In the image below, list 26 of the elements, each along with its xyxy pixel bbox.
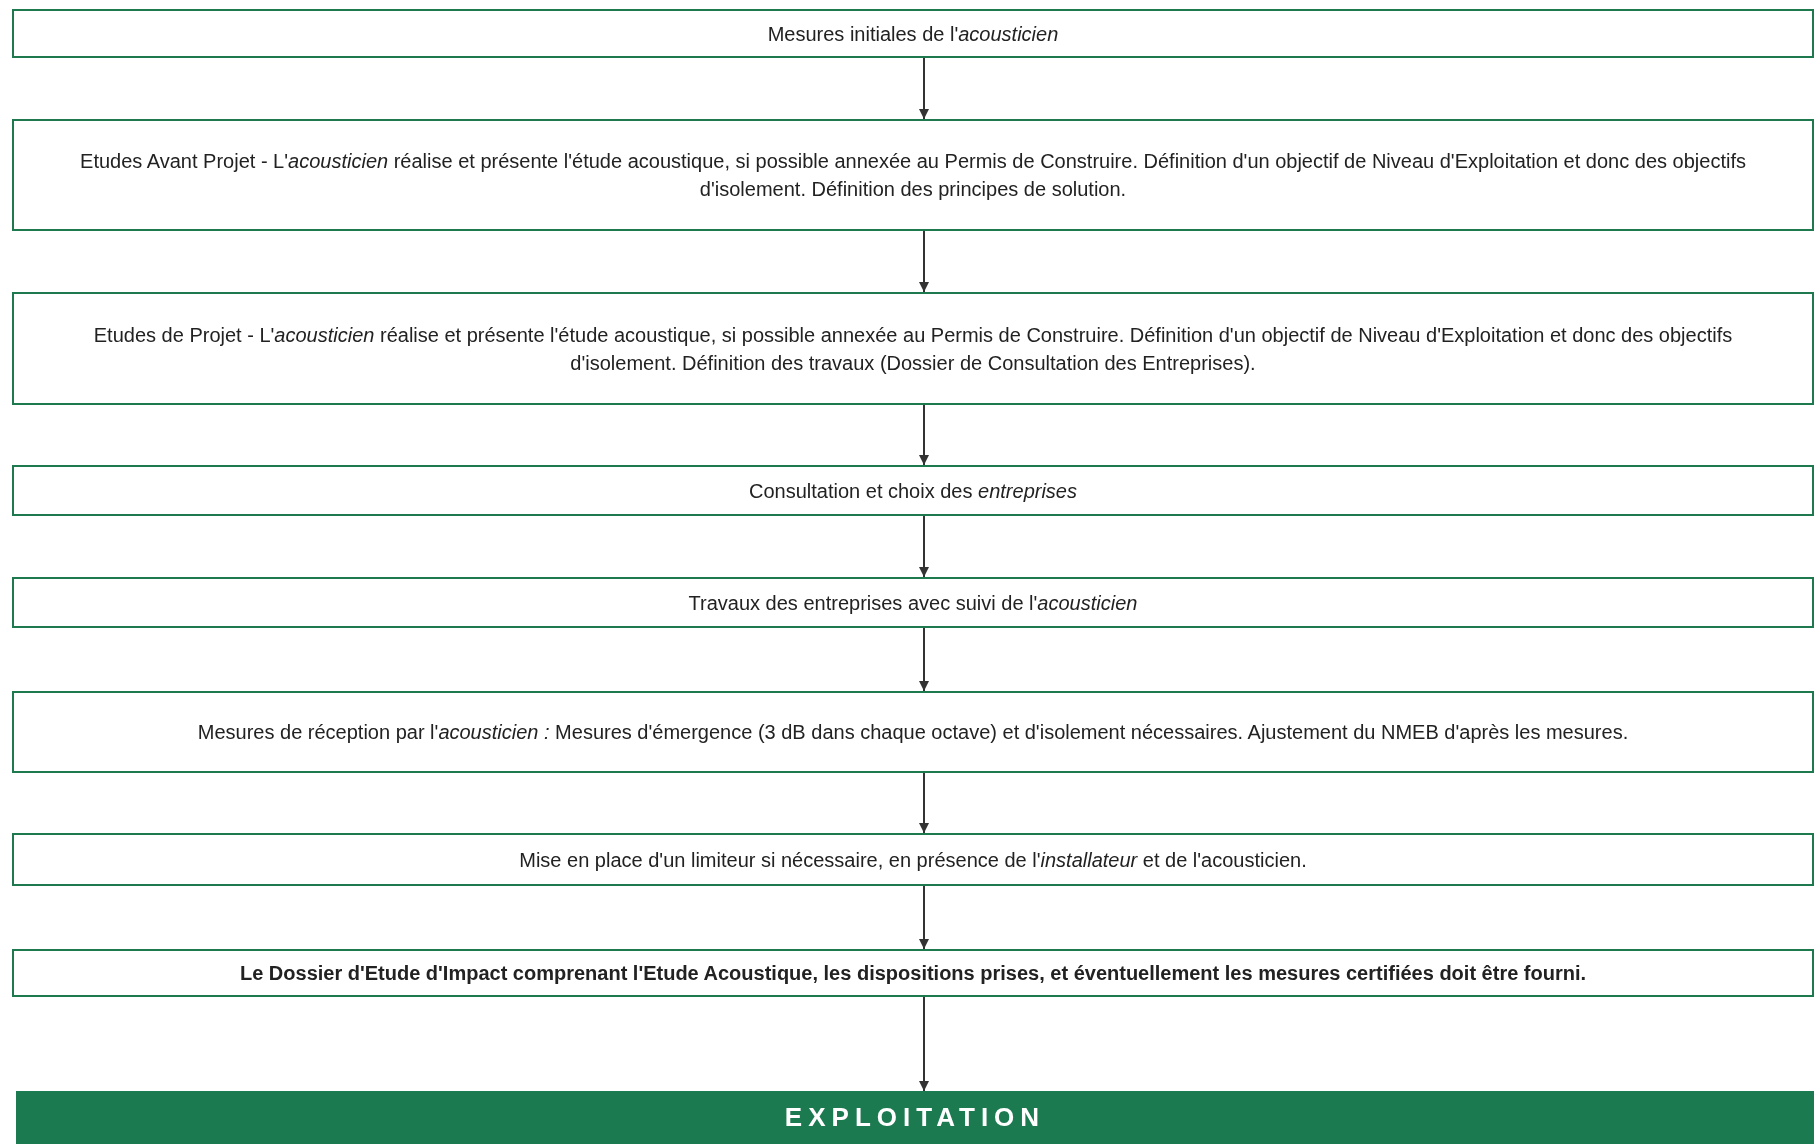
step-text: Mesures de réception par l'acousticien : Mesures d'émergence (3 dB dans chaque octave) et d'isolement nécessaires. Ajustement du NMEB d'après les mesures. (196, 720, 1630, 745)
step-text: Mesures initiales de l'acousticien (766, 21, 1060, 47)
process-box (12, 465, 1814, 516)
arrow (919, 230, 929, 293)
step-text: Consultation et choix des entreprises (748, 478, 1078, 504)
banner-box (16, 1091, 1814, 1144)
step-text: Etudes de Projet - L'acousticien réalise et présente l'étude acoustique, si possible annexée au Permis de Construire. Définition d'un objectif de Niveau d'Exploitation et donc des objectifs d'isolement. Définition des travaux (Dossier de Consultation des Entreprises). (92, 322, 1734, 376)
arrow (919, 404, 929, 466)
arrow (919, 515, 929, 578)
process-box (12, 119, 1814, 231)
arrow (919, 772, 929, 834)
step-text: Travaux des entreprises avec suivi de l'acousticien (687, 590, 1139, 616)
process-box (12, 833, 1814, 886)
process-box (12, 691, 1814, 773)
step-text: EXPLOITATION (783, 1101, 1047, 1135)
step-text: Le Dossier d'Etude d'Impact comprenant l'Etude Acoustique, les dispositions prises, et éventuellement les mesures certifiées doit être fourni. (238, 961, 1588, 986)
arrow (919, 627, 929, 692)
process-box (12, 577, 1814, 628)
step-text: Etudes Avant Projet - L'acousticien réalise et présente l'étude acoustique, si possible annexée au Permis de Construire. Définition d'un objectif de Niveau d'Exploitation et donc des objectifs d'isolement. Définition des principes de solution. (79, 149, 1747, 202)
process-box (12, 292, 1814, 405)
process-box (12, 9, 1814, 58)
process-box (12, 949, 1814, 997)
arrow (919, 885, 929, 950)
arrow (919, 57, 929, 120)
step-text: Mise en place d'un limiteur si nécessaire, en présence de l'installateur et de l'acousticien. (518, 847, 1308, 873)
arrow (919, 996, 929, 1092)
